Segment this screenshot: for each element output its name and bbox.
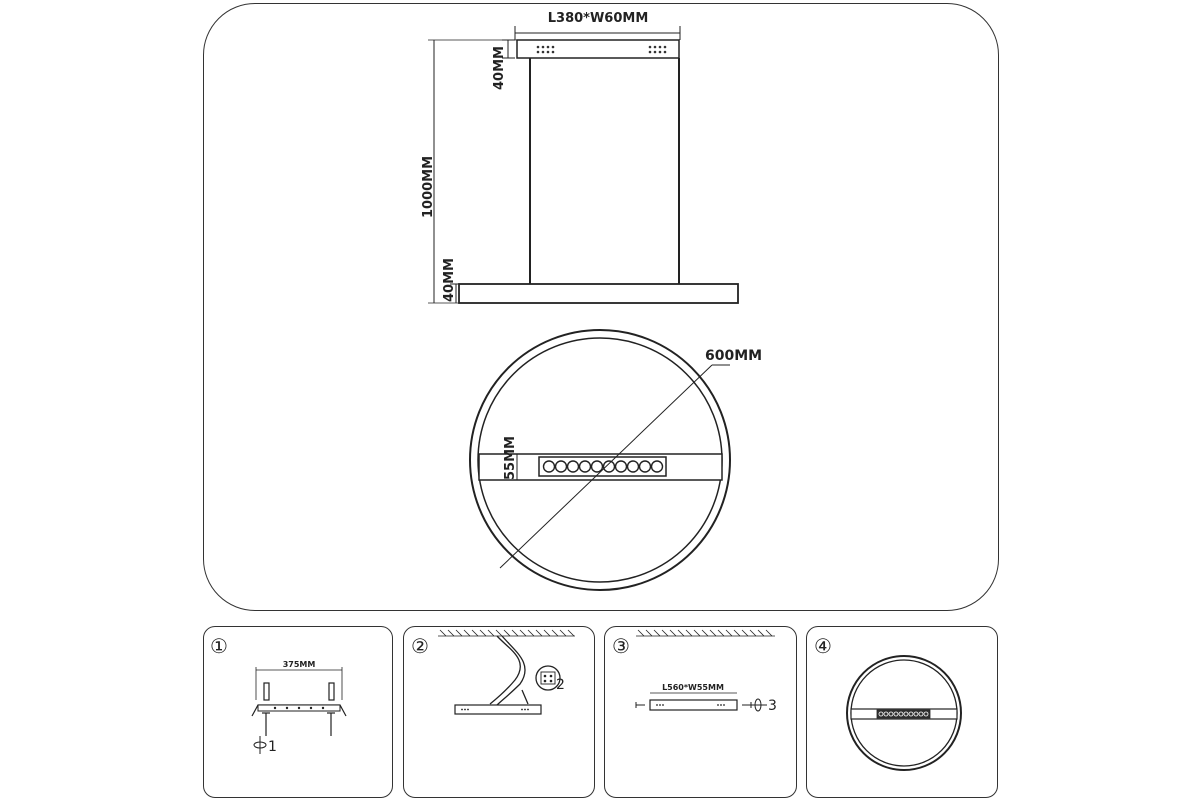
step-1-panel: [203, 626, 393, 798]
ceiling-canopy: [516, 39, 680, 59]
width-label: L380*W60MM: [548, 11, 649, 26]
terminal-block-magnifier: [535, 665, 561, 691]
power-wires: [489, 635, 529, 707]
step-1-callout: 1: [268, 739, 277, 755]
finished-ring-outer: [846, 655, 962, 771]
diameter-line: [499, 364, 713, 569]
led-lenses: [542, 460, 664, 473]
bracket-length-label: 375MM: [283, 660, 316, 669]
step-3-panel: [604, 626, 797, 798]
ceiling-hatch: [438, 629, 575, 637]
step-3-callout: 3: [768, 698, 777, 714]
diameter-label: 600MM: [705, 348, 762, 364]
finished-led-lenses: [878, 711, 929, 717]
wall-anchors: [263, 682, 335, 701]
canopy-height-label: 40MM: [492, 46, 507, 90]
step-3-number: ③: [612, 634, 630, 658]
cable-length-label: 1000MM: [421, 156, 436, 218]
finished-led-module: [876, 709, 931, 719]
ceiling-hatch-3: [636, 629, 775, 637]
ring-outer: [469, 329, 731, 591]
mounting-bracket: [251, 704, 347, 717]
step-2-number: ②: [411, 634, 429, 658]
rotate-icon-3: [749, 698, 767, 712]
step-2-callout: 2: [556, 677, 565, 693]
canopy-screw-holes: [536, 45, 667, 54]
bar-height-label: 55MM: [503, 436, 518, 480]
canopy-base: [454, 704, 542, 715]
step-4-number: ④: [814, 634, 832, 658]
screws: [262, 712, 335, 736]
fixture-side-view: [458, 283, 739, 304]
fixture-height-label: 40MM: [442, 258, 457, 302]
canopy-size-label: L560*W55MM: [662, 683, 724, 692]
step-1-number: ①: [210, 634, 228, 658]
rotate-icon: [253, 736, 267, 754]
canopy-plate: [649, 699, 738, 711]
main-drawing-panel: [203, 3, 999, 611]
